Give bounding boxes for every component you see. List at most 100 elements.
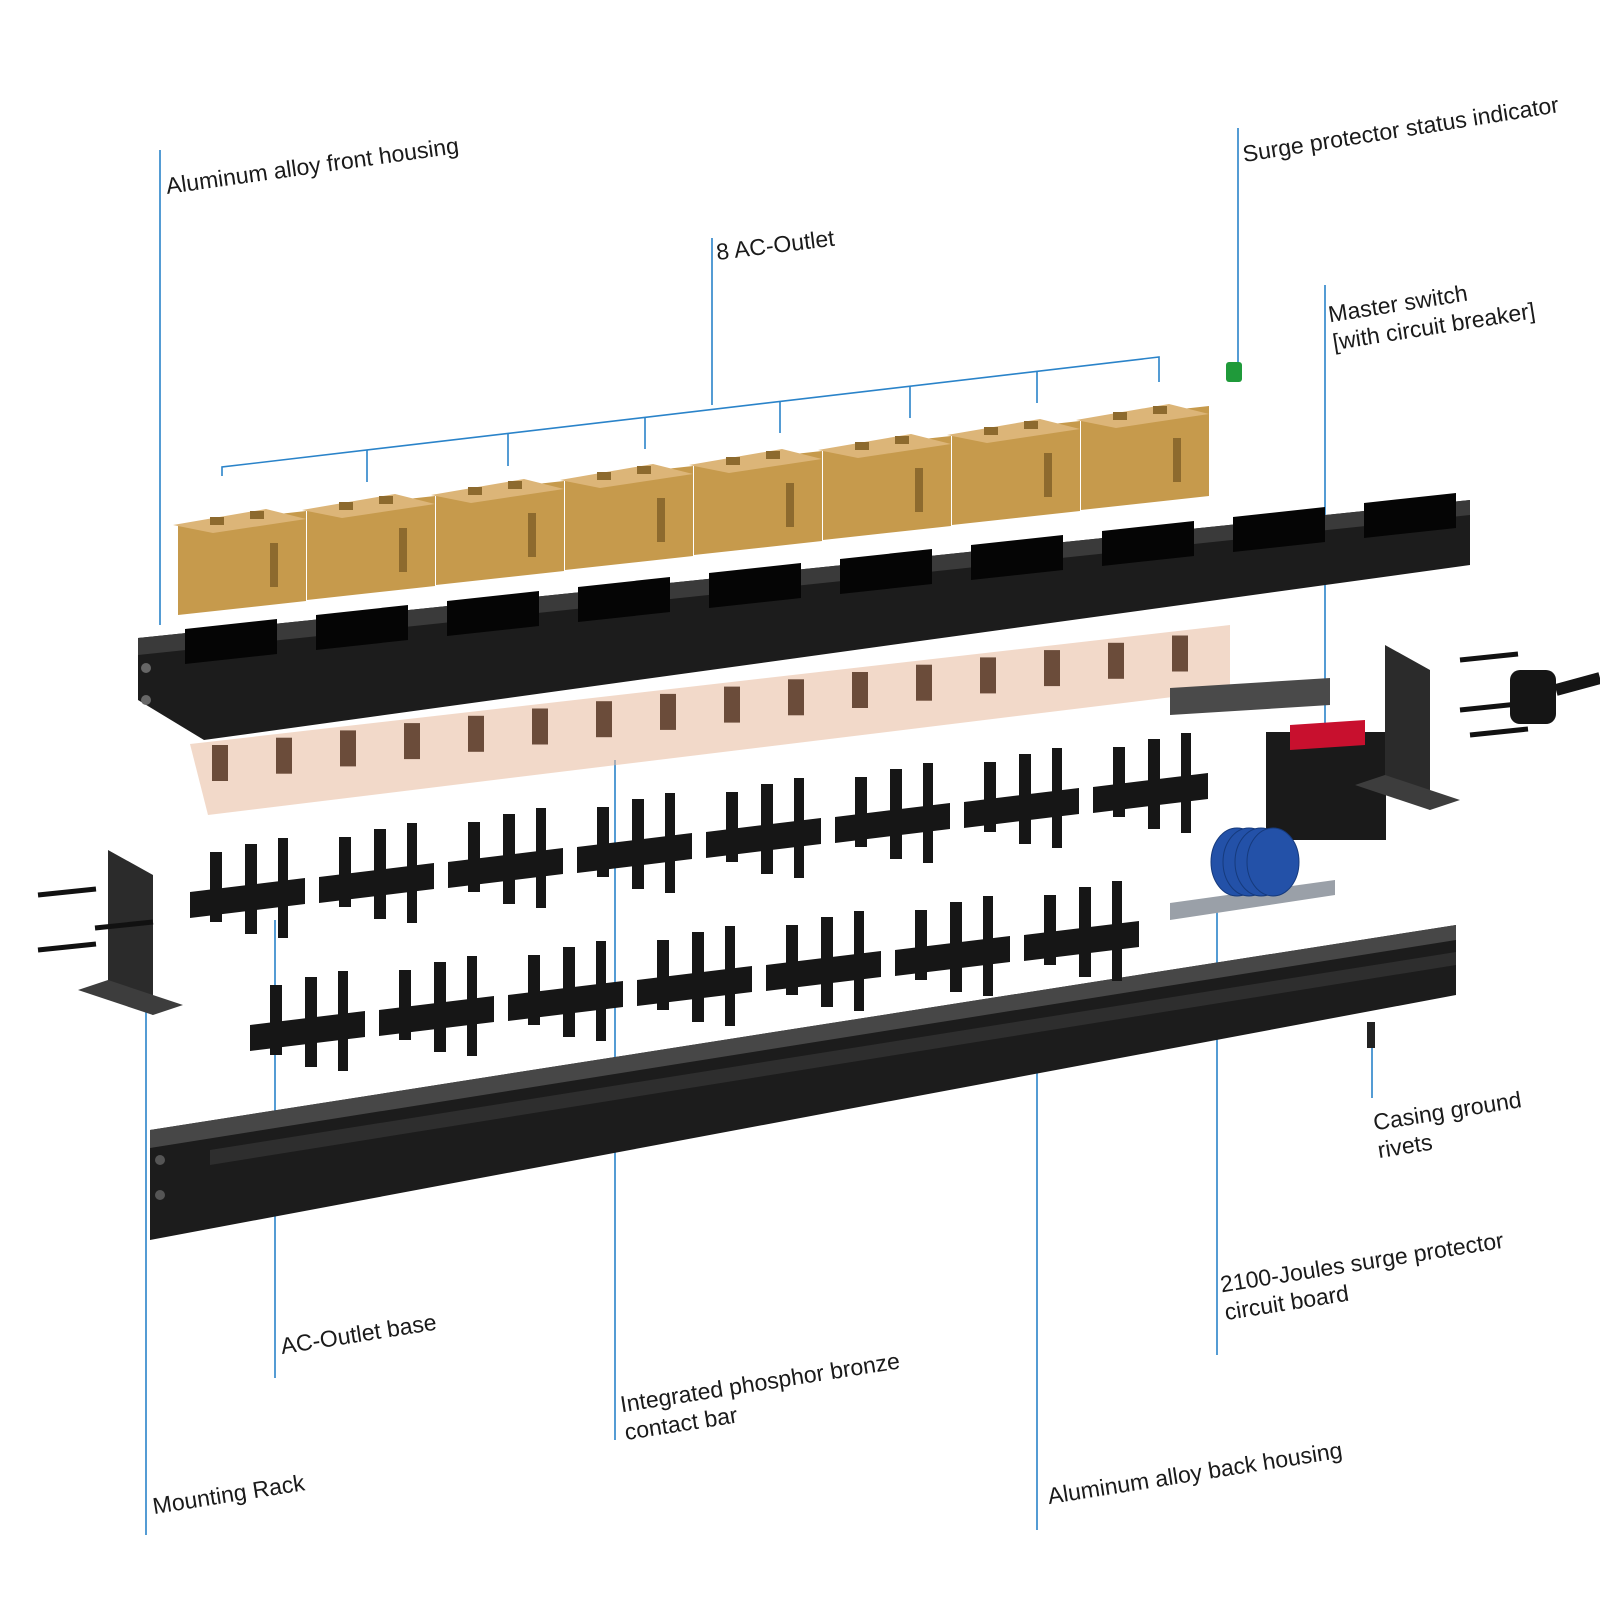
outlet-base-lower-prong (983, 896, 993, 996)
ground-rivet (1367, 1022, 1375, 1048)
back-housing (150, 925, 1456, 1240)
back-housing-body (150, 925, 1456, 1240)
mounting-rack-right-foot (1355, 775, 1460, 810)
ac-outlet-icon (560, 464, 693, 570)
ac-outlet-body (565, 466, 693, 570)
outlet-base-upper-prong (210, 852, 222, 922)
ac-outlet-slot (468, 487, 482, 495)
outlet-base-upper-prong (923, 763, 933, 863)
contact-bar-clip (852, 672, 868, 708)
outlet-base-upper-prong (665, 793, 675, 893)
outlet-base-lower-prong (528, 955, 540, 1025)
ac-outlet-body (307, 496, 435, 600)
outlet-base-lower-prong (1044, 895, 1056, 965)
master-switch-rocker (1290, 720, 1365, 750)
outlet-base-upper-prong (374, 829, 386, 919)
outlet-base-upper-prong (245, 844, 257, 934)
front-housing-cutout (709, 563, 801, 608)
ac-outlet-body (436, 481, 564, 585)
ac-outlet-slot (339, 502, 353, 510)
contact-bar-clip (724, 686, 740, 723)
outlet-base-lower-prong (821, 917, 833, 1007)
outlet-base-upper-prong (597, 807, 609, 877)
outlet-base-lower-prong (1079, 887, 1091, 977)
ac-outlets (173, 404, 1209, 615)
contact-bar-clip (532, 708, 548, 745)
ac-outlet-icon (947, 419, 1080, 525)
ac-outlet-latch (657, 498, 665, 542)
power-plug-icon (1510, 670, 1556, 724)
outlet-base-lower-prong (657, 940, 669, 1010)
outlet-base-lower-prong (725, 926, 735, 1026)
surge-board (1170, 827, 1335, 920)
outlet-base-lower-prong (305, 977, 317, 1067)
ac-outlet-icon (173, 509, 306, 615)
ac-outlet-body (178, 511, 306, 615)
contact-bar-clip (980, 657, 996, 694)
outlet-base-lower-prong (786, 925, 798, 995)
contact-bar-body (190, 625, 1230, 815)
ac-outlet-icon (431, 479, 564, 585)
contact-bar-clip (340, 730, 356, 767)
ac-outlet-top (560, 464, 693, 488)
back-housing-lip (150, 925, 1456, 1148)
mov-disc-icon (1246, 827, 1300, 897)
outlet-bases (190, 733, 1208, 1071)
ac-outlet-slot (766, 451, 780, 459)
ac-outlet-top (689, 449, 822, 473)
ac-outlet-slot (210, 517, 224, 525)
contact-bar (190, 625, 1230, 815)
ac-outlet-icon (689, 449, 822, 555)
outlet-base-lower-prong (467, 956, 477, 1056)
contact-bar-clip (1044, 650, 1060, 687)
status-indicator-led (1226, 362, 1242, 382)
front-housing-hole (141, 695, 151, 705)
contact-bar-clip (916, 664, 932, 701)
switch-icon (1170, 678, 1386, 840)
ac-outlet-top (173, 509, 306, 533)
screw-icon (94, 919, 154, 931)
ac-outlet-icon (818, 434, 951, 540)
outlet-base-lower-prong (915, 910, 927, 980)
front-housing-cutout (578, 577, 670, 622)
front-housing-cutout (840, 549, 932, 594)
ac-outlet-latch (1044, 453, 1052, 497)
outlet-base-upper-prong (855, 777, 867, 847)
ac-outlet-top (1076, 404, 1209, 428)
front-housing-cutout (971, 535, 1063, 580)
ac-outlet-slot (855, 442, 869, 450)
back-housing-hole (155, 1155, 165, 1165)
ac-outlet-top (431, 479, 564, 503)
outlet-base-upper-prong (890, 769, 902, 859)
outlet-base-lower-prong (338, 971, 348, 1071)
screw-icon (1459, 701, 1519, 713)
contact-bar-clip (404, 723, 420, 760)
outlet-base-upper-prong (1181, 733, 1191, 833)
power-cord (1554, 672, 1600, 696)
ac-outlet-latch (399, 528, 407, 572)
outlet-base-upper-prong (1052, 748, 1062, 848)
outlet-base-lower-prong (1112, 881, 1122, 981)
screw-icon (37, 941, 97, 953)
front-housing-cutout (316, 605, 408, 650)
outlet-base-upper-prong (761, 784, 773, 874)
outlet-base-lower-prong (270, 985, 282, 1055)
ac-outlet-body (952, 421, 1080, 525)
contact-bar-clip (212, 745, 228, 781)
ac-outlet-slot (984, 427, 998, 435)
ac-outlet-top (818, 434, 951, 458)
outlet-base-upper-prong (468, 822, 480, 892)
front-housing (138, 493, 1470, 740)
ac-outlet-slot (250, 511, 264, 519)
outlet-base-upper-prong (503, 814, 515, 904)
contact-bar-clip (660, 693, 676, 730)
leader-outlets-bracket (221, 356, 1160, 476)
mounting-rack-left (108, 850, 153, 1015)
contact-bar-clip (1108, 642, 1124, 679)
screw-icon (1469, 726, 1529, 738)
ac-outlet-icon (1076, 404, 1209, 510)
back-housing-rail (210, 952, 1456, 1165)
ac-outlet-slot (895, 436, 909, 444)
ac-outlet-body (694, 451, 822, 555)
